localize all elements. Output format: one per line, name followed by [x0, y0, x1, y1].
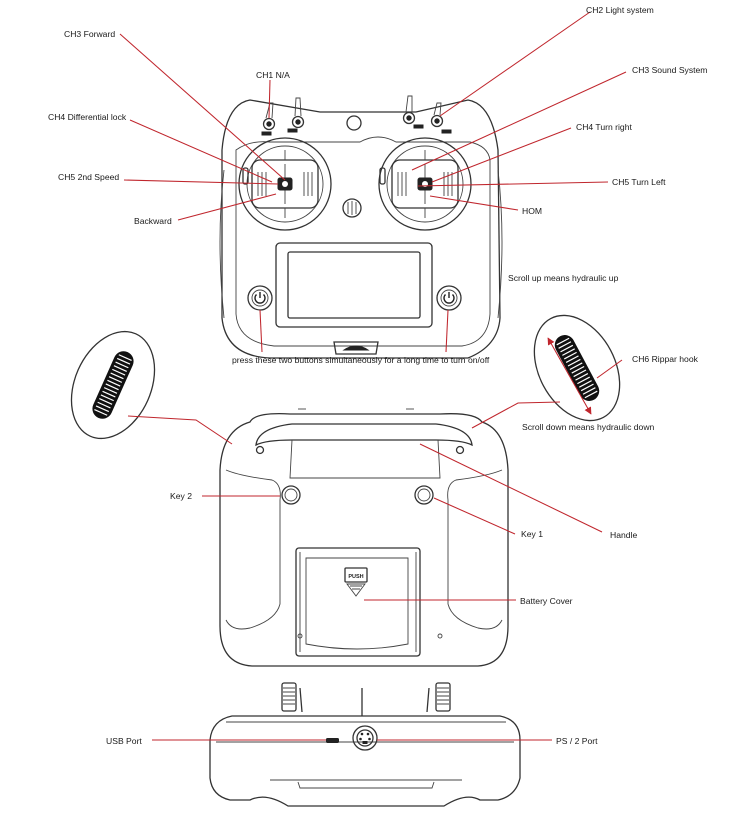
lcd-screen: [275, 242, 433, 328]
back-body-outline: [219, 413, 509, 667]
back-left-grip: [225, 469, 281, 630]
labels: CH3 Forward CH1 N/A CH2 Light system CH3…: [48, 5, 707, 746]
bottom-view: [209, 682, 521, 807]
label-ch4-diff-lock: CH4 Differential lock: [48, 112, 127, 122]
push-label: PUSH: [348, 574, 363, 580]
label-hom: HOM: [522, 206, 542, 216]
battery-cover[interactable]: PUSH: [295, 547, 443, 657]
label-ch3-forward: CH3 Forward: [64, 29, 115, 39]
label-key2: Key 2: [170, 491, 192, 501]
key-1-button[interactable]: [414, 485, 434, 505]
power-icon: [443, 292, 455, 304]
front-view: [219, 95, 503, 359]
front-right-grip: [497, 169, 503, 319]
switch-ch4[interactable]: [430, 102, 452, 134]
switch-ch2[interactable]: [287, 97, 305, 133]
front-left-grip: [219, 169, 225, 319]
center-knob[interactable]: [342, 198, 362, 218]
label-backward: Backward: [134, 216, 172, 226]
back-view: PUSH: [219, 408, 509, 667]
right-bottom-knob: [426, 682, 451, 713]
center-top-button[interactable]: [346, 115, 362, 131]
label-ch2-light: CH2 Light system: [586, 5, 654, 15]
ps2-port-icon[interactable]: [352, 725, 378, 751]
power-icon: [254, 292, 266, 304]
label-battery-cover: Battery Cover: [520, 596, 573, 606]
right-power-button[interactable]: [436, 285, 462, 311]
label-ch5-2nd-speed: CH5 2nd Speed: [58, 172, 119, 182]
label-scroll-up: Scroll up means hydraulic up: [508, 273, 619, 283]
right-gimbal[interactable]: [378, 137, 472, 231]
label-ch3-sound: CH3 Sound System: [632, 65, 707, 75]
front-body-outline: [221, 99, 501, 359]
switch-ch1[interactable]: [261, 102, 276, 136]
scroll-direction-arrow: [547, 337, 592, 415]
usb-port-icon[interactable]: [326, 738, 339, 743]
switch-ch3[interactable]: [402, 95, 424, 129]
left-power-button[interactable]: [247, 285, 273, 311]
label-ch1-na: CH1 N/A: [256, 70, 290, 80]
carry-handle[interactable]: [255, 423, 473, 479]
scroll-wheel-icon: [554, 335, 600, 401]
label-ch5-turn-left: CH5 Turn Left: [612, 177, 666, 187]
front-face-panel: [235, 136, 491, 347]
label-usb-port: USB Port: [106, 736, 142, 746]
back-right-grip: [447, 469, 503, 630]
left-bottom-knob: [281, 682, 303, 713]
key-2-button[interactable]: [281, 485, 301, 505]
label-ps2-port: PS / 2 Port: [556, 736, 598, 746]
label-scroll-down: Scroll down means hydraulic down: [522, 422, 655, 432]
label-ch4-turn-right: CH4 Turn right: [576, 122, 632, 132]
label-key1: Key 1: [521, 529, 543, 539]
scroll-wheel-icon: [92, 351, 134, 419]
left-scroll-callout: [70, 330, 156, 440]
front-bottom-slot: [333, 341, 379, 355]
left-side-trim[interactable]: [242, 167, 249, 185]
leader-lines: [119, 11, 627, 741]
label-handle: Handle: [610, 530, 637, 540]
right-scroll-callout: [533, 314, 621, 422]
label-ch6-rippar: CH6 Rippar hook: [632, 354, 699, 364]
label-power-note: press these two buttons simultaneously f…: [232, 355, 490, 365]
right-side-trim[interactable]: [379, 167, 386, 185]
